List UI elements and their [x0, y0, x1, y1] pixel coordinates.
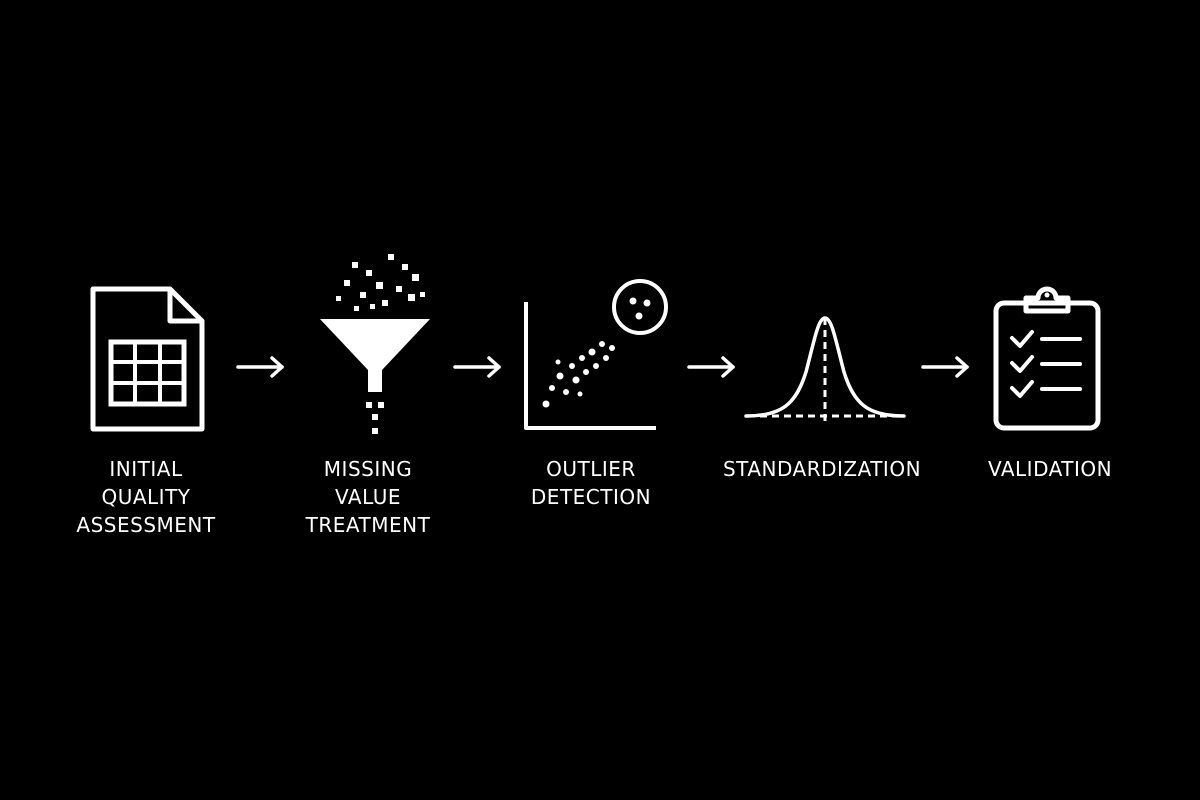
step-label-outlier-detection: OUTLIER DETECTION	[530, 457, 652, 509]
step-label-validation: VALIDATION	[987, 457, 1113, 481]
step-label-missing-value-treatment: MISSING VALUE TREATMENT	[305, 457, 431, 537]
step-label-standardization: STANDARDIZATION	[722, 457, 922, 481]
spreadsheet-document-icon	[90, 286, 205, 432]
step-label-initial-quality-assessment: INITIAL QUALITY ASSESSMENT	[76, 457, 216, 537]
arrow-right-icon	[687, 356, 737, 378]
bell-curve-icon	[744, 312, 906, 428]
arrow-right-icon	[236, 356, 286, 378]
funnel-filter-icon	[316, 252, 434, 438]
scatter-plot-outlier-icon	[522, 276, 674, 432]
arrow-right-icon	[453, 356, 503, 378]
arrow-right-icon	[921, 356, 971, 378]
checklist-clipboard-icon	[992, 286, 1102, 432]
